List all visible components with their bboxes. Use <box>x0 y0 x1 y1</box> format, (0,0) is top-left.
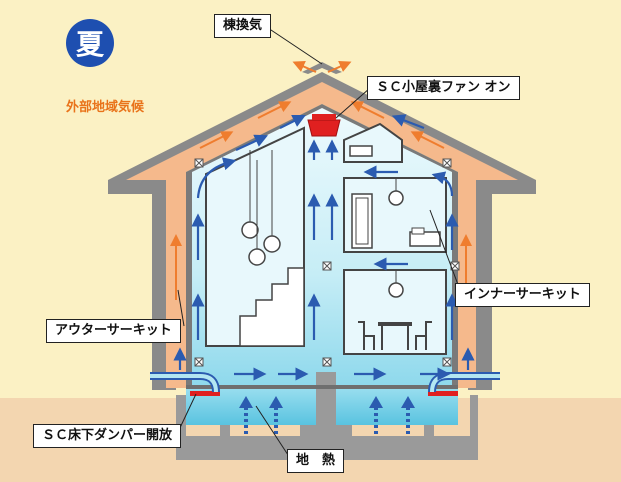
season-badge: 夏 <box>66 19 114 67</box>
leader-lines <box>177 27 461 459</box>
left-intake-pipe-inner <box>150 374 218 393</box>
geothermal-label: 地 熱 <box>287 449 345 473</box>
center-footing <box>300 372 352 440</box>
bedroom-bed <box>409 231 441 247</box>
ridge-vent-label: 棟換気 <box>214 14 272 38</box>
inner-circuit-arrows <box>173 114 475 381</box>
floor-damper-label: ＳＣ床下ダンパー開放 <box>33 424 182 448</box>
bedroom-wardrobe <box>351 193 373 249</box>
attic-fan <box>307 119 341 137</box>
outer-circuit-label: アウターサーキット <box>46 319 181 343</box>
pendant-lamp-3 <box>263 235 281 253</box>
climate-label: 外部地域気候 <box>66 100 145 115</box>
vent-markers <box>194 158 460 367</box>
pendant-lamp-1 <box>241 221 259 239</box>
geothermal-arrows <box>239 396 415 434</box>
staircase <box>239 267 305 347</box>
dining-table <box>378 322 412 326</box>
dining-lamp <box>388 282 404 298</box>
floor-slab <box>186 385 458 389</box>
inner-circuit-label: インナーサーキット <box>455 283 590 307</box>
dining-chair-right <box>415 321 432 350</box>
floor-damper-right <box>428 391 458 396</box>
outer-circuit-arrows <box>170 60 472 300</box>
attic-fan-label: ＳＣ小屋裏ファン オン <box>367 76 520 100</box>
loft-bed <box>349 145 373 157</box>
bedroom-lamp <box>388 190 404 206</box>
dining-chair-left <box>358 321 375 350</box>
floor-damper-left <box>190 391 220 396</box>
pendant-lamp-2 <box>248 248 266 266</box>
